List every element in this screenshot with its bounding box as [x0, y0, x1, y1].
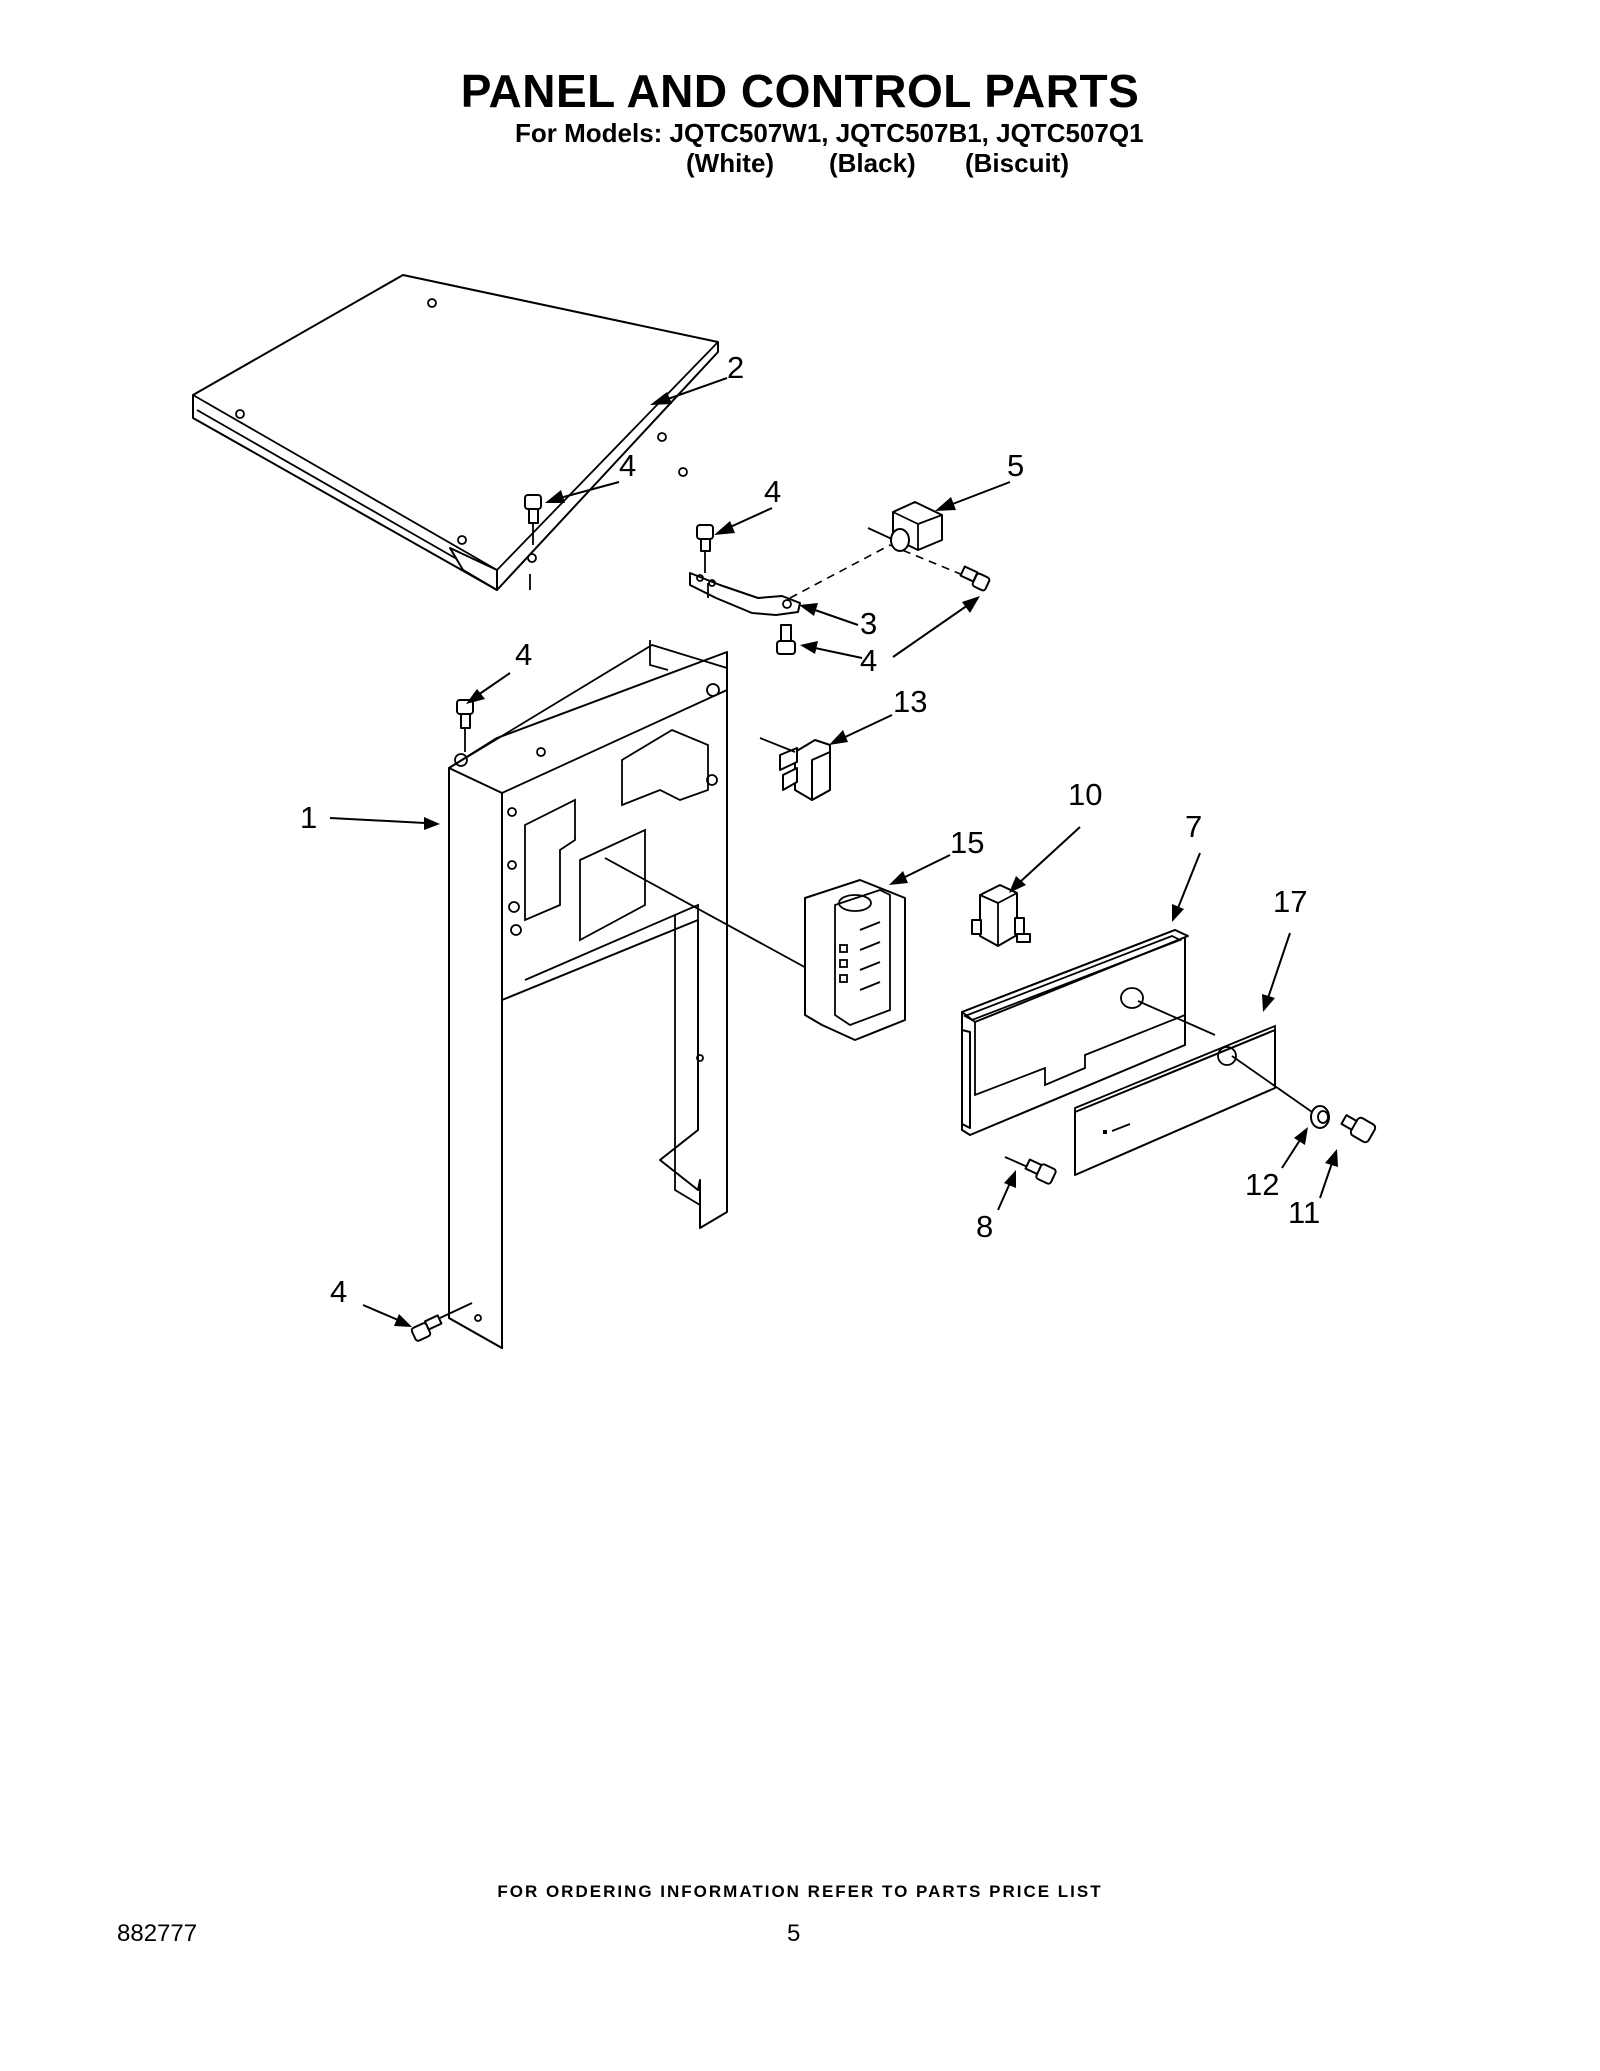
- callout-17: 17: [1273, 884, 1307, 919]
- leader-lines: [329, 377, 1338, 1327]
- ordering-note: FOR ORDERING INFORMATION REFER TO PARTS …: [497, 1882, 1103, 1901]
- callout-8: 8: [976, 1209, 993, 1244]
- part-11-knob: [1340, 1114, 1377, 1144]
- callout-3: 3: [860, 606, 877, 641]
- part-8-screw: [1004, 1156, 1057, 1185]
- callout-2: 2: [727, 350, 744, 385]
- part-13-switch: [759, 737, 831, 801]
- callout-4-frame-top: 4: [515, 637, 532, 672]
- part-4-screw-bracket-top: [696, 524, 714, 573]
- part-4-screw-top-cover: [524, 494, 542, 545]
- color-black-label: (Black): [829, 148, 916, 178]
- callout-4-bracket: 4: [764, 474, 781, 509]
- callout-7: 7: [1185, 809, 1202, 844]
- part-15-housing: [804, 879, 906, 1041]
- callout-4-frame-bottom: 4: [330, 1274, 347, 1309]
- part-10-rotary-switch: [971, 884, 1031, 947]
- page-title: PANEL AND CONTROL PARTS: [460, 65, 1140, 117]
- models-line: For Models: JQTC507W1, JQTC507B1, JQTC50…: [515, 118, 1144, 148]
- callout-4-top-cover: 4: [619, 448, 636, 483]
- part-17-overlay: [1074, 1024, 1313, 1176]
- part-4-screw-frame-bottom: [410, 1302, 473, 1342]
- color-biscuit-label: (Biscuit): [965, 148, 1069, 178]
- callout-12: 12: [1245, 1167, 1279, 1202]
- part-12-bushing: [1310, 1105, 1330, 1129]
- part-7-control-panel: [961, 929, 1216, 1136]
- callout-11: 11: [1288, 1195, 1320, 1230]
- callout-4-bracket-bottom: 4: [860, 643, 877, 678]
- part-5-component: [890, 501, 943, 552]
- document-number: 882777: [117, 1920, 198, 1947]
- part-4-screw-frame-top: [456, 699, 474, 752]
- callout-5: 5: [1007, 448, 1024, 483]
- callout-15: 15: [950, 825, 984, 860]
- part-4-screw-component: [959, 565, 991, 592]
- page-number: 5: [787, 1920, 801, 1947]
- callout-1: 1: [300, 800, 317, 835]
- callout-13: 13: [893, 684, 927, 719]
- color-white-label: (White): [686, 148, 775, 178]
- part-4-screw-bracket-bottom: [776, 624, 796, 655]
- callout-10: 10: [1068, 777, 1102, 812]
- part-1-front-frame: [448, 640, 811, 1349]
- part-2-top-cover: [192, 274, 719, 591]
